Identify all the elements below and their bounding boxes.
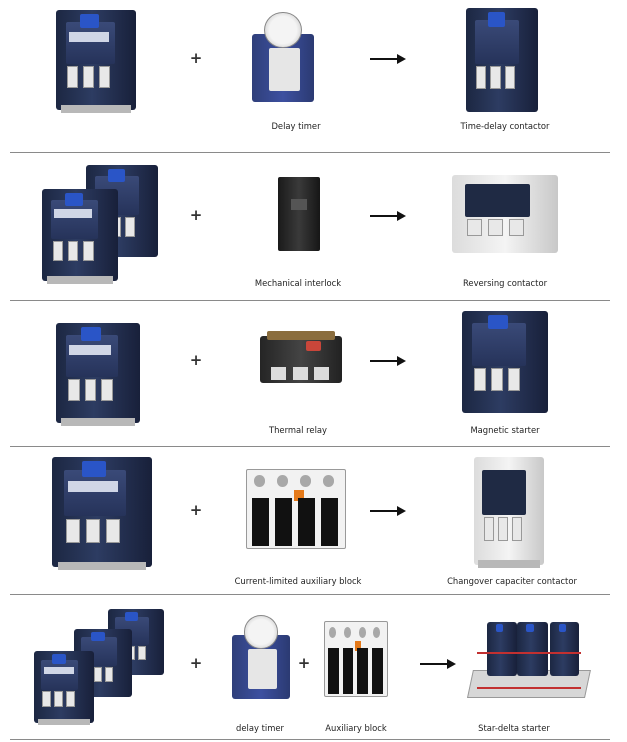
plus-sign: + bbox=[189, 351, 203, 369]
plus-sign: + bbox=[189, 49, 203, 67]
result-caption: Changover capaciter contactor bbox=[447, 576, 577, 586]
right-arrow-icon bbox=[420, 659, 456, 669]
right-arrow-icon bbox=[370, 211, 406, 221]
right-arrow-icon bbox=[370, 506, 406, 516]
combo-row-2: + Mechanical interlock Reversing contact… bbox=[0, 153, 627, 300]
contactor-image bbox=[42, 189, 118, 284]
addon-caption: Thermal relay bbox=[269, 425, 327, 435]
addon-caption: delay timer bbox=[236, 723, 284, 733]
row-divider bbox=[10, 152, 610, 153]
right-arrow-icon bbox=[370, 54, 406, 64]
result-image bbox=[462, 311, 548, 413]
thermal-relay-image bbox=[260, 331, 342, 383]
plus-sign: + bbox=[189, 501, 203, 519]
result-image bbox=[466, 8, 538, 112]
row-divider bbox=[10, 300, 610, 301]
addon-caption: Delay timer bbox=[271, 121, 321, 131]
addon2-caption: Auxiliary block bbox=[325, 723, 387, 733]
result-caption: Reversing contactor bbox=[462, 278, 548, 288]
result-caption: Time-delay contactor bbox=[460, 121, 550, 131]
contactor-image bbox=[56, 10, 136, 113]
contactor-image bbox=[56, 323, 140, 426]
combo-row-3: + Thermal relay Magnetic starter bbox=[0, 301, 627, 446]
combo-row-4: + Current-limited auxiliary block Chango… bbox=[0, 447, 627, 594]
delay-timer-image bbox=[232, 615, 290, 699]
plus-sign: + bbox=[189, 654, 203, 672]
auxiliary-block-image bbox=[324, 621, 388, 697]
row-divider bbox=[10, 739, 610, 740]
row-divider bbox=[10, 446, 610, 447]
result-caption: Star-delta starter bbox=[478, 723, 550, 733]
auxiliary-block-image bbox=[246, 469, 346, 549]
combo-row-5: + delay timer + Auxiliary block Star-del… bbox=[0, 595, 627, 740]
right-arrow-icon bbox=[370, 356, 406, 366]
contactor-image bbox=[52, 457, 152, 571]
addon-caption: Mechanical interlock bbox=[254, 278, 342, 288]
contactor-image bbox=[34, 651, 94, 726]
plus-sign: + bbox=[297, 654, 311, 672]
result-image bbox=[474, 457, 544, 569]
mechanical-interlock-image bbox=[278, 177, 320, 251]
row-divider bbox=[10, 594, 610, 595]
result-image bbox=[467, 615, 591, 707]
result-caption: Magnetic starter bbox=[470, 425, 540, 435]
plus-sign: + bbox=[189, 206, 203, 224]
delay-timer-image bbox=[252, 12, 314, 102]
combo-row-1: + Delay timer Time-delay contactor bbox=[0, 0, 627, 150]
addon-caption: Current-limited auxiliary block bbox=[234, 576, 362, 586]
result-image bbox=[452, 175, 558, 253]
